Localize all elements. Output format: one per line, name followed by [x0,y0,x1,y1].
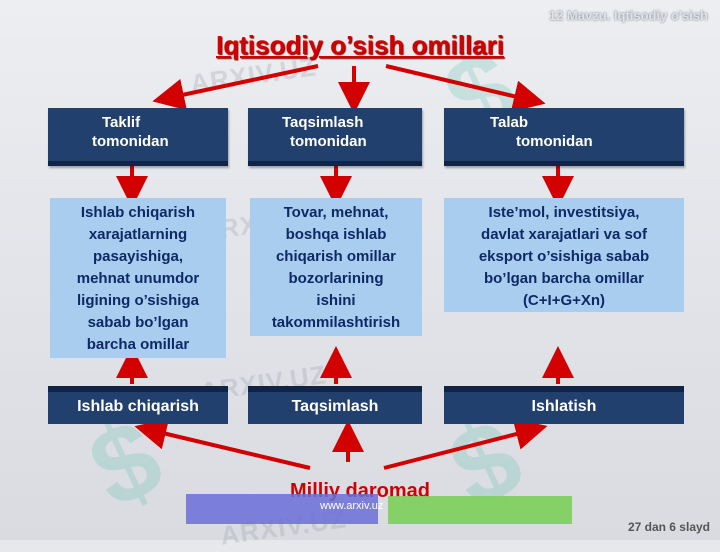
content-line: Ishlab chiqarish [80,204,196,221]
content-line: davlat xarajatlari va sof [481,226,647,243]
content-box-distribution: Tovar, mehnat, boshqa ishlab chiqarish o… [250,198,422,336]
box-demand-side-line2: tomonidan [516,133,593,150]
content-line: xarajatlarning [88,226,188,243]
box-distribution-side-line1: Taqsimlash [282,114,364,131]
arrows-layer [116,64,574,470]
content-line: ligining o’sishiga [77,292,199,309]
slide-title: Iqtisodiy o’sish omillari [216,30,504,60]
box-demand-side: Talab tomonidan [444,108,684,166]
content-line: pasayishiga, [92,248,184,265]
arrow-national-income-left [134,418,311,470]
box-supply-side: Taklif tomonidan [48,108,228,166]
footer-bar-green [388,496,572,524]
content-line: chiqarish omillar [275,248,397,265]
box-distribution-side-line2: tomonidan [290,133,367,150]
content-line: eksport o’sishiga sabab [478,248,650,265]
box-utilization: Ishlatish [444,386,684,424]
content-box-demand: Iste’mol, investitsiya, davlat xarajatla… [444,198,684,312]
content-line: bozorlarining [288,270,384,287]
content-line: mehnat unumdor [76,270,200,287]
content-line: takommilashtirish [271,314,401,331]
arrow-title-right [385,64,546,112]
content-line: bo’lgan barcha omillar [483,270,645,287]
footer-bar-blue [186,494,378,524]
box-production: Ishlab chiqarish [48,386,228,424]
box-supply-side-line2: tomonidan [92,133,169,150]
box-distribution-side: Taqsimlash tomonidan [248,108,422,166]
content-line: Iste’mol, investitsiya, [488,204,640,221]
header-note: 12 Mavzu. Iqtisodiy o'sish [548,8,708,23]
content-line: barcha omillar [86,336,190,353]
arrow-title-left [152,64,319,111]
box-distribution: Taqsimlash [248,386,422,424]
content-line: boshqa ishlab [285,226,387,243]
content-line: (C+I+G+Xn) [522,292,606,309]
box-demand-side-line1: Talab [490,114,529,131]
content-line: ishini [316,292,356,309]
content-line: sabab bo’lgan [87,314,189,331]
content-line: Tovar, mehnat, [283,204,389,221]
footer-bar-text: www.arxiv.uz [320,500,384,512]
box-supply-side-line1: Taklif [102,114,141,131]
arrow-national-income-right [383,418,548,470]
content-box-supply: Ishlab chiqarish xarajatlarning pasayish… [50,198,226,358]
slide-counter: 27 dan 6 slayd [627,520,710,534]
